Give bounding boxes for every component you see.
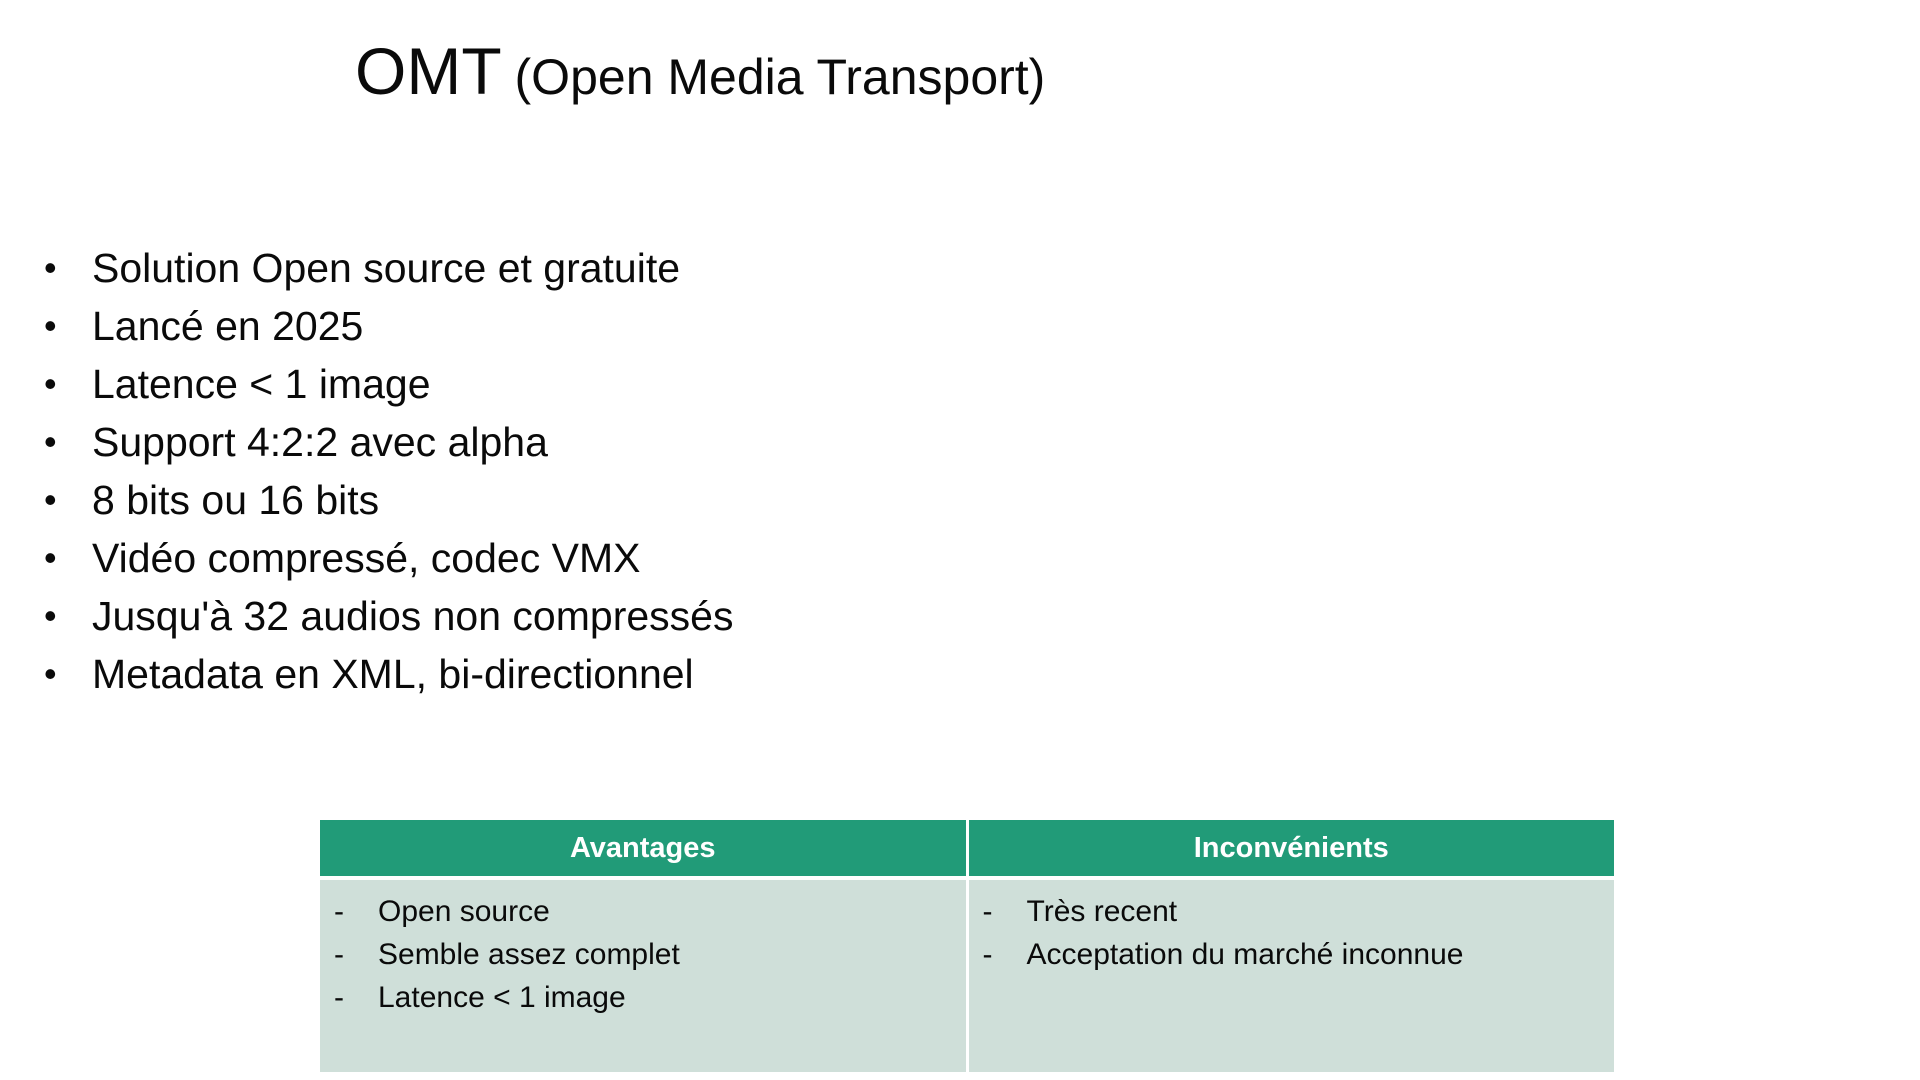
slide-title: OMT (Open Media Transport) [355, 38, 1045, 104]
title-main: OMT [355, 34, 502, 108]
list-item-text: Open source [378, 895, 550, 928]
avantages-list: - Open source - Semble assez complet - Late… [320, 890, 966, 1019]
feature-bullet-text: Solution Open source et gratuite [92, 245, 681, 291]
list-item-text: Semble assez complet [378, 938, 680, 971]
list-item: - Open source [320, 890, 966, 933]
bullet-dot-icon: • [44, 247, 57, 288]
header-avantages: Avantages [320, 820, 967, 880]
list-item: -Acceptation du marché inconnue [969, 933, 1615, 976]
list-item-text: Acceptation du marché inconnue [1026, 938, 1464, 971]
inconvenients-list: -Très recent -Acceptation du marché inco… [969, 890, 1615, 976]
dash-icon: - [334, 895, 344, 928]
bullet-dot-icon: • [44, 479, 57, 520]
feature-bullet-text: Jusqu'à 32 audios non compressés [92, 593, 734, 639]
dash-icon: - [982, 895, 993, 928]
header-inconvenients: Inconvénients [965, 820, 1614, 880]
feature-bullet-text: Lancé en 2025 [92, 303, 364, 349]
feature-bullet: • 8 bits ou 16 bits [44, 471, 733, 529]
list-item: - Latence < 1 image [320, 976, 966, 1019]
bullet-dot-icon: • [44, 305, 57, 346]
feature-bullet-list: • Solution Open source et gratuite • Lancé… [44, 239, 733, 703]
pros-cons-table: Avantages Inconvénients - Open source - Se… [320, 820, 1614, 1072]
feature-bullet-text: Vidéo compressé, codec VMX [92, 535, 641, 581]
dash-icon: - [982, 938, 993, 971]
bullet-dot-icon: • [44, 363, 57, 404]
bullet-dot-icon: • [44, 421, 57, 462]
list-item-text: Très recent [1026, 895, 1178, 928]
feature-bullet: • Jusqu'à 32 audios non compressés [44, 587, 733, 645]
feature-bullet: • Vidéo compressé, codec VMX [44, 529, 733, 587]
feature-bullet: • Solution Open source et gratuite [44, 239, 733, 297]
dash-icon: - [334, 981, 344, 1014]
feature-bullet: • Latence < 1 image [44, 355, 733, 413]
feature-bullet-text: 8 bits ou 16 bits [92, 477, 380, 523]
cell-avantages: - Open source - Semble assez complet - Late… [320, 878, 967, 1072]
table-row: - Open source - Semble assez complet - Late… [320, 878, 1614, 1072]
list-item: - Semble assez complet [320, 933, 966, 976]
list-item: -Très recent [969, 890, 1615, 933]
bullet-dot-icon: • [44, 595, 57, 636]
cell-inconvenients: -Très recent -Acceptation du marché inco… [965, 878, 1615, 1072]
feature-bullet-text: Latence < 1 image [92, 361, 431, 407]
list-item-text: Latence < 1 image [378, 981, 626, 1014]
feature-bullet: • Metadata en XML, bi-directionnel [44, 645, 733, 703]
table-header-row: Avantages Inconvénients [320, 820, 1614, 880]
feature-bullet: • Lancé en 2025 [44, 297, 733, 355]
title-subtitle: (Open Media Transport) [514, 49, 1046, 105]
dash-icon: - [334, 938, 344, 971]
bullet-dot-icon: • [44, 653, 57, 694]
bullet-dot-icon: • [44, 537, 57, 578]
feature-bullet-text: Support 4:2:2 avec alpha [92, 419, 548, 465]
feature-bullet-text: Metadata en XML, bi-directionnel [92, 651, 694, 697]
feature-bullet: • Support 4:2:2 avec alpha [44, 413, 733, 471]
